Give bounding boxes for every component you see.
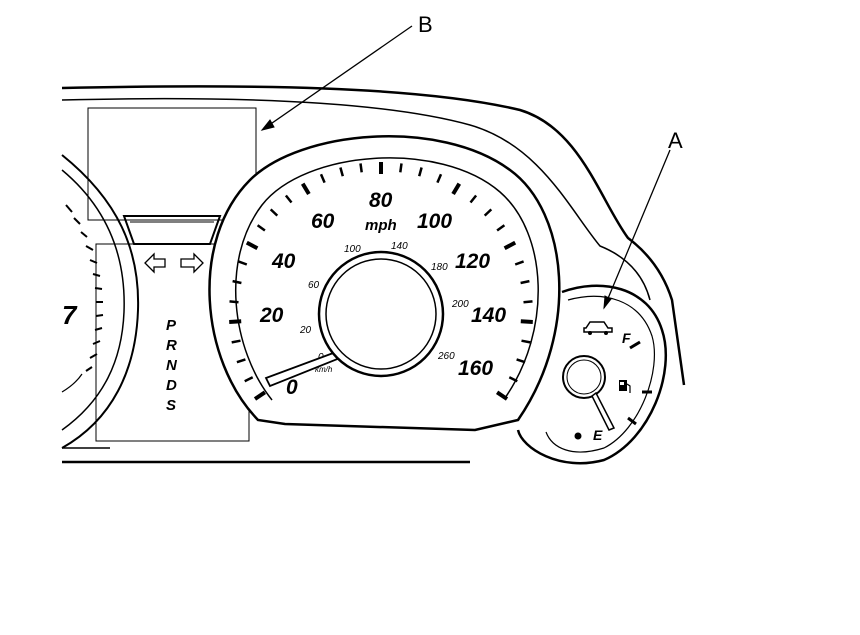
speedometer-tick: [229, 300, 239, 304]
gear-letter: P: [166, 317, 177, 334]
tachometer-gauge: 7: [61, 154, 140, 449]
cluster-housing: [61, 85, 686, 464]
speedometer-tick: [495, 390, 509, 401]
mph-scale: 0 20 40 60 80 100 120 140 160: [259, 189, 506, 399]
speedometer-tick: [521, 339, 531, 344]
fuel-needle: [591, 391, 616, 431]
speedometer-tick: [503, 240, 517, 251]
speedometer-tick: [319, 173, 326, 184]
kmh-label: 60: [308, 280, 320, 291]
mph-label: 80: [369, 189, 393, 212]
speedometer-tick: [244, 376, 254, 383]
speedometer-tick: [417, 167, 423, 177]
tachometer-ticks: [65, 204, 104, 372]
callout-a-label: A: [668, 128, 683, 153]
speedometer-tick: [523, 300, 533, 304]
kmh-label: 100: [344, 244, 361, 255]
gear-position-indicator: P R N D S: [166, 317, 178, 414]
speedometer-tick: [520, 319, 533, 324]
fuel-ticks: [627, 340, 652, 426]
kmh-label: 180: [431, 262, 448, 273]
kmh-label: 260: [437, 351, 455, 362]
speedometer-tick: [237, 260, 248, 266]
kmh-label: 20: [299, 325, 312, 336]
right-turn-signal-icon: [180, 252, 204, 274]
speedometer-tick: [284, 194, 293, 204]
speedometer-tick: [269, 208, 279, 217]
speedometer-tick: [514, 260, 525, 266]
speedometer-tick: [231, 339, 241, 344]
mph-label: 40: [271, 250, 296, 273]
callout-b: B: [260, 12, 433, 131]
tachometer-digit: 7: [62, 300, 78, 330]
fuel-empty-label: E: [593, 427, 603, 443]
gear-letter: S: [166, 397, 176, 414]
speedometer-tick: [399, 163, 403, 173]
speedometer-tick: [253, 390, 267, 401]
gear-letter: R: [166, 337, 177, 354]
kmh-label: 140: [391, 241, 408, 252]
speedometer-tick: [520, 279, 530, 285]
left-turn-signal-icon: [144, 252, 166, 274]
mph-label: 160: [458, 357, 493, 380]
speedometer-tick: [236, 358, 246, 364]
mph-label: 60: [311, 210, 335, 233]
speedometer-tick: [229, 319, 242, 324]
fuel-pump-icon: [619, 380, 631, 393]
mph-label: 120: [455, 250, 490, 273]
mph-unit-label: mph: [365, 217, 397, 234]
speedometer-ticks: [229, 162, 533, 401]
speedometer-tick: [451, 182, 462, 196]
speedometer-tick: [496, 224, 506, 232]
speedometer-tick: [232, 279, 242, 285]
speedometer-tick: [508, 376, 518, 383]
callout-b-label: B: [418, 12, 433, 37]
speedometer-tick: [469, 194, 478, 204]
callout-a: A: [603, 128, 683, 310]
speedometer-gauge: 0 20 40 60 80 100 120 140 160 mph 0 20 6…: [208, 135, 561, 432]
info-display-panel: [87, 107, 257, 221]
speedometer-tick: [339, 167, 345, 177]
speedometer-tick: [300, 182, 311, 196]
kmh-label: 200: [451, 299, 469, 310]
mph-label: 100: [417, 210, 452, 233]
speedometer-tick: [256, 224, 266, 232]
fuel-warning-dot: [574, 432, 582, 440]
gear-letter: N: [166, 357, 178, 374]
speedometer-tick: [483, 208, 493, 217]
fuel-full-label: F: [622, 330, 631, 346]
kmh-unit-label: km/h: [315, 365, 333, 374]
fuel-gauge: F E: [516, 284, 667, 465]
car-icon: [583, 321, 613, 335]
mph-label: 20: [259, 304, 284, 327]
speedometer-tick: [436, 173, 443, 184]
speedometer-tick: [245, 240, 259, 251]
mph-label: 0: [286, 376, 298, 399]
mph-label: 140: [471, 304, 506, 327]
speedometer-tick: [359, 163, 363, 173]
gear-letter: D: [166, 377, 177, 394]
speedometer-tick: [516, 358, 526, 364]
